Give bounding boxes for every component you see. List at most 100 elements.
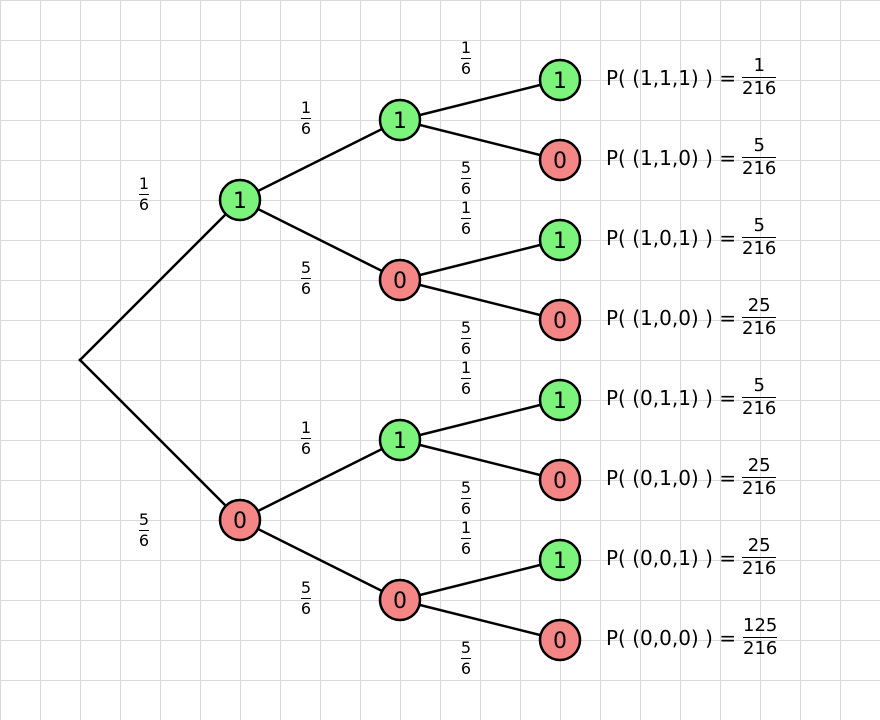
node-circle [378, 98, 422, 142]
node-label: 1 [553, 229, 567, 254]
fraction-denominator: 6 [138, 530, 150, 550]
node-label: 1 [393, 429, 407, 454]
fraction-denominator: 6 [460, 538, 472, 558]
fraction-numerator: 1 [460, 518, 472, 537]
node-circle [538, 378, 582, 422]
fraction-denominator: 216 [743, 637, 778, 659]
outcome-expression: P( (0,1,0) ) = [606, 465, 736, 490]
tree-node-n100: 0 [538, 298, 582, 342]
node-circle [538, 458, 582, 502]
edge-n00-n000 [399, 598, 561, 642]
fraction-numerator: 125 [743, 615, 778, 636]
tree-node-n001: 1 [538, 538, 582, 582]
outcome-expression: P( (0,0,1) ) = [606, 545, 736, 570]
node-label: 1 [233, 189, 247, 214]
tree-root [78, 358, 82, 362]
fraction-denominator: 6 [460, 178, 472, 198]
fraction-numerator: 25 [747, 295, 771, 316]
fraction-numerator: 5 [460, 318, 472, 337]
node-circle [538, 298, 582, 342]
fraction-numerator: 25 [747, 535, 771, 556]
edge-n01-n011 [399, 398, 561, 442]
node-label: 1 [553, 549, 567, 574]
edge-n10-n101 [399, 238, 561, 282]
fraction-denominator: 6 [460, 338, 472, 358]
node-label: 0 [233, 509, 247, 534]
outcome-expression: P( (1,0,1) ) = [606, 225, 736, 250]
node-circle [378, 418, 422, 462]
fraction-numerator: 5 [753, 135, 765, 156]
fraction-denominator: 216 [742, 157, 777, 179]
node-circle [378, 578, 422, 622]
tree-node-n11: 1 [378, 98, 422, 142]
edge-n11-n111 [399, 78, 561, 122]
node-label: 0 [553, 149, 567, 174]
tree-node-n111: 1 [538, 58, 582, 102]
node-circle [218, 498, 262, 542]
fraction-numerator: 5 [300, 578, 312, 597]
tree-node-n0: 0 [218, 498, 262, 542]
node-label: 0 [553, 629, 567, 654]
edge-n0-n01 [239, 438, 401, 522]
fraction-denominator: 6 [460, 498, 472, 518]
node-label: 1 [553, 389, 567, 414]
tree-node-n000: 0 [538, 618, 582, 662]
tree-node-n010: 0 [538, 458, 582, 502]
fraction-denominator: 6 [460, 378, 472, 398]
node-circle [538, 138, 582, 182]
fraction-numerator: 25 [747, 455, 771, 476]
fraction-numerator: 5 [460, 158, 472, 177]
fraction-numerator: 1 [460, 198, 472, 217]
fraction-numerator: 1 [300, 98, 312, 117]
outcome-expression: P( (0,1,1) ) = [606, 385, 736, 410]
fraction-denominator: 216 [742, 557, 777, 579]
fraction-numerator: 5 [460, 478, 472, 497]
edge-n1-n10 [239, 198, 401, 282]
tree-node-n011: 1 [538, 378, 582, 422]
node-label: 1 [393, 109, 407, 134]
edge-n00-n001 [399, 558, 561, 602]
node-label: 0 [393, 269, 407, 294]
fraction-numerator: 5 [138, 510, 150, 529]
node-circle [538, 58, 582, 102]
edge-n11-n110 [399, 118, 561, 162]
fraction-numerator: 5 [753, 375, 765, 396]
fraction-numerator: 1 [753, 55, 765, 76]
fraction-denominator: 6 [300, 438, 312, 458]
node-label: 0 [553, 309, 567, 334]
outcome-expression: P( (1,1,0) ) = [606, 145, 736, 170]
node-circle [538, 538, 582, 582]
tree-node-n101: 1 [538, 218, 582, 262]
fraction-denominator: 216 [742, 477, 777, 499]
fraction-denominator: 6 [300, 598, 312, 618]
edge-root-n1 [79, 199, 241, 361]
edge-n0-n00 [239, 518, 401, 602]
tree-node-n110: 0 [538, 138, 582, 182]
